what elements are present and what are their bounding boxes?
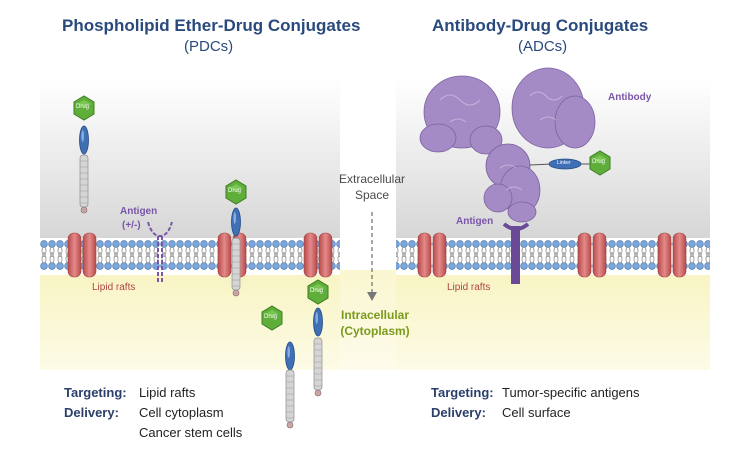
pdc-targeting-key: Targeting: [64,385,127,400]
membrane-left [40,237,340,274]
drug-label: Drug [310,288,324,294]
drug-label: Drug [592,159,606,165]
adc-linker [529,158,590,170]
pdc-delivery-value: Cell cytoplasm [139,405,224,420]
drug-label: Drug [264,314,278,320]
membrane-right [396,237,710,274]
lipid-rafts-label-right: Lipid rafts [447,282,491,293]
intracellular-label: Intracellular [340,308,410,322]
adc-delivery-value: Cell surface [502,405,571,420]
pdc-subtitle: (PDCs) [184,38,234,55]
intracellular-label-2: (Cytoplasm) [340,324,410,338]
extracellular-label: Extracellular [338,172,406,186]
pdc-title: Phospholipid Ether-Drug Conjugates [62,16,361,35]
lipid-rafts-label: Lipid rafts [92,282,136,293]
cytoplasm-left [40,275,340,370]
antigen-stem [511,226,520,284]
antigen-sublabel: (+/-) [122,220,141,231]
adc-delivery-key: Delivery: [431,405,486,420]
adc-targeting-key: Targeting: [431,385,494,400]
drug-label: Drug [228,188,242,194]
antibody-label: Antibody [608,92,652,103]
pdc-delivery-key: Delivery: [64,405,119,420]
cytoplasm-right [396,275,710,370]
pdc-targeting-value: Lipid rafts [139,385,196,400]
adc-targeting-value: Tumor-specific antigens [502,385,640,400]
antibody-icon [419,67,596,223]
antigen-label-right: Antigen [456,216,494,227]
adc-title: Antibody-Drug Conjugates [432,16,649,35]
antigen-dashed-icon [147,221,173,284]
antigen-label: Antigen [120,206,158,217]
pdc-delivery-value-2: Cancer stem cells [139,425,243,440]
adc-subtitle: (ADCs) [518,38,568,55]
extracellular-label-2: Space [354,188,390,202]
drug-label: Drug [76,104,90,110]
linker-label: Linker [557,160,571,166]
